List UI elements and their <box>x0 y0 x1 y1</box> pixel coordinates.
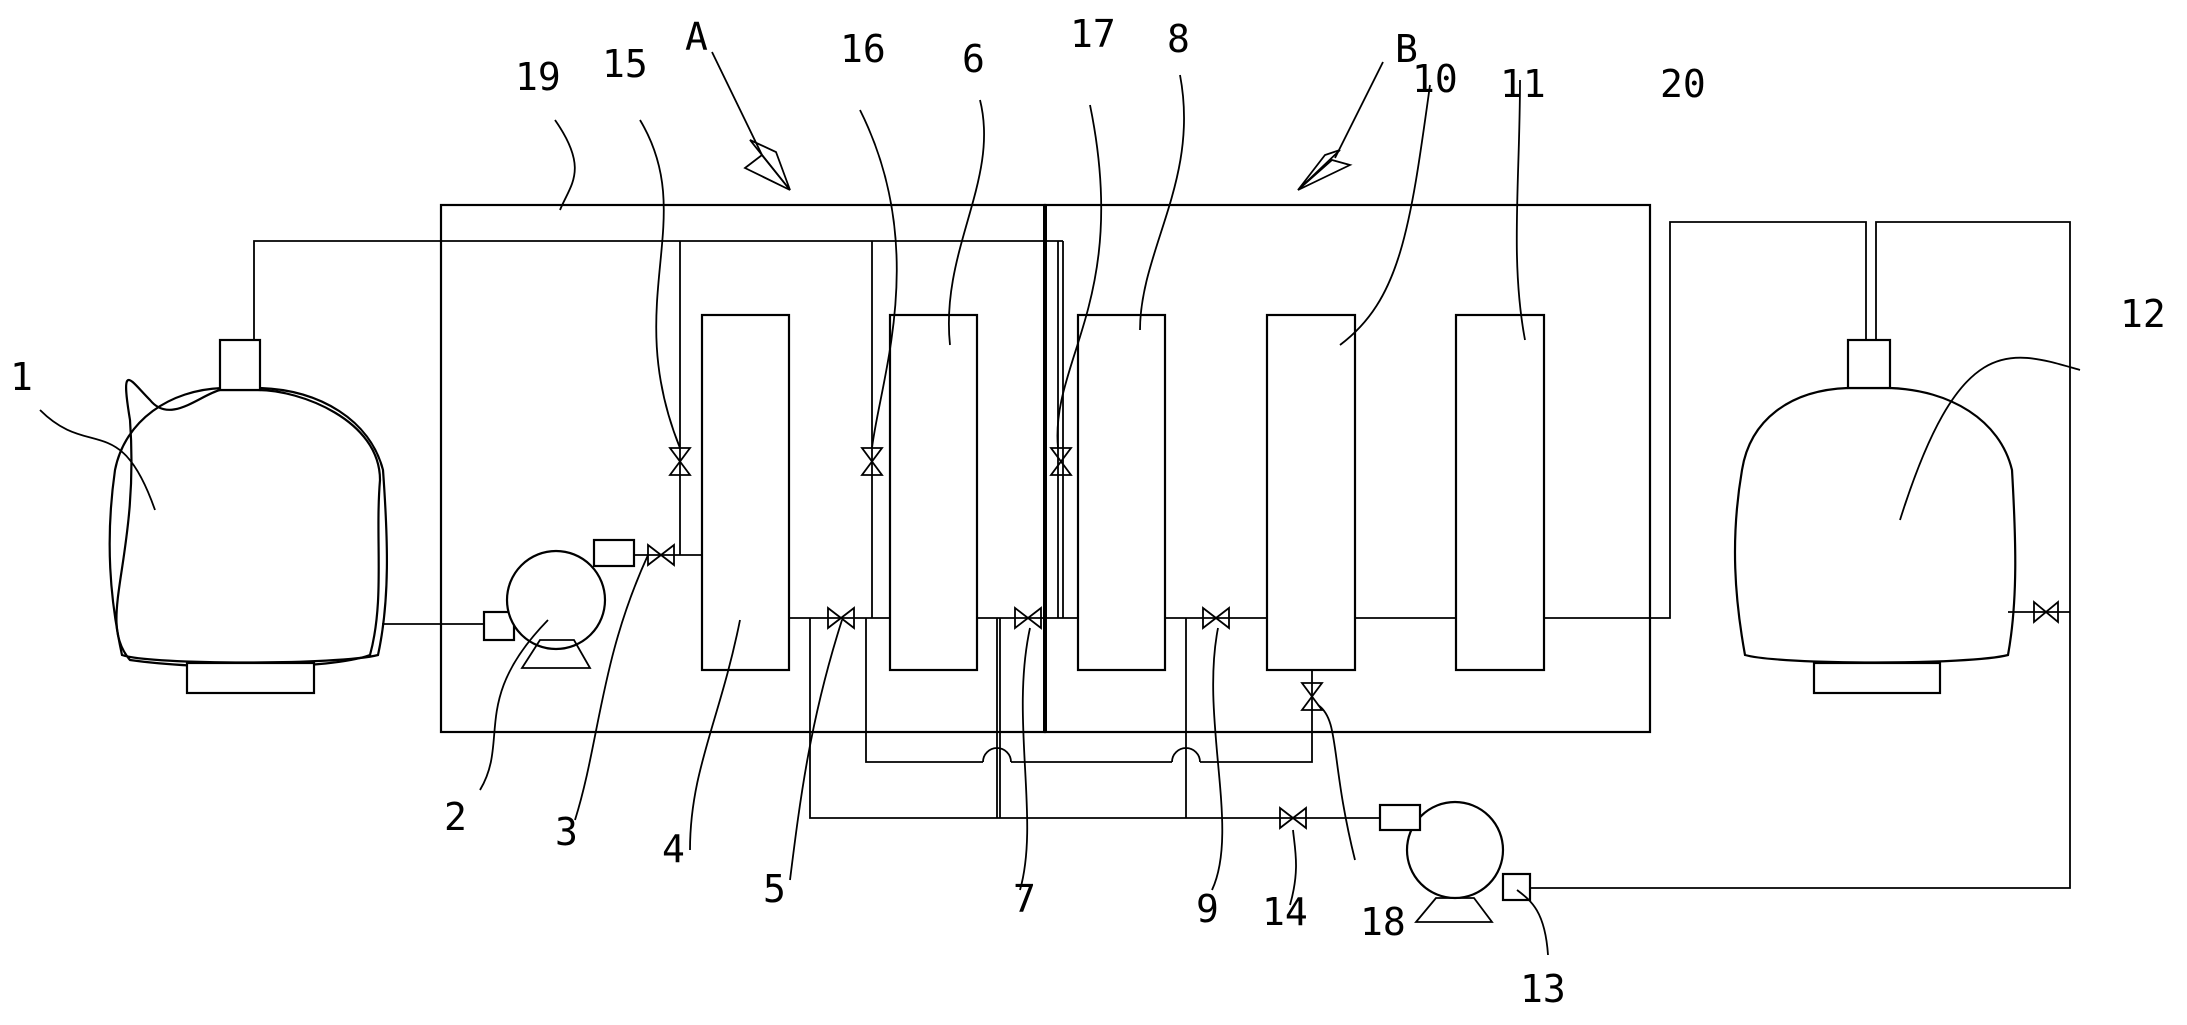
label-14: 14 <box>1262 890 1308 934</box>
label-20: 20 <box>1660 62 1706 106</box>
label-B: B <box>1395 27 1418 71</box>
label-16: 16 <box>840 27 886 71</box>
label-18: 18 <box>1360 900 1406 944</box>
leader-lines <box>39 74 2081 956</box>
valve-tank12 <box>2033 600 2059 624</box>
valve-9 <box>1202 606 1230 630</box>
column-11 <box>1454 313 1546 672</box>
label-7: 7 <box>1013 877 1036 921</box>
bottom-lines <box>809 618 1380 819</box>
pump-18 <box>1378 800 1532 923</box>
top-manifold <box>253 240 1064 618</box>
label-5: 5 <box>763 867 786 911</box>
label-17: 17 <box>1070 12 1116 56</box>
column-10 <box>1265 313 1357 672</box>
label-1: 1 <box>10 355 33 399</box>
tank-1 <box>108 338 389 695</box>
column-6 <box>888 313 979 672</box>
label-4: 4 <box>662 827 685 871</box>
valve-3 <box>647 543 675 567</box>
valve-5 <box>827 606 855 630</box>
label-11: 11 <box>1500 62 1546 106</box>
label-A: A <box>685 15 708 59</box>
label-12: 12 <box>2120 292 2166 336</box>
arrow-A <box>711 51 791 191</box>
label-10: 10 <box>1412 57 1458 101</box>
label-3: 3 <box>555 810 578 854</box>
valve-16 <box>860 447 884 476</box>
arrow-B <box>1297 61 1384 191</box>
label-9: 9 <box>1196 887 1219 931</box>
flow-line <box>789 221 2071 889</box>
valve-18 <box>1300 682 1324 711</box>
valve-7 <box>1014 606 1042 630</box>
valve-14 <box>1279 806 1307 830</box>
label-2: 2 <box>444 795 467 839</box>
tank-12 <box>1733 338 2017 695</box>
label-13: 13 <box>1520 967 1566 1011</box>
label-6: 6 <box>962 37 985 81</box>
valve-15 <box>668 447 692 476</box>
label-19: 19 <box>515 55 561 99</box>
pump-2 <box>382 538 702 669</box>
label-15: 15 <box>602 42 648 86</box>
column-8 <box>1076 313 1167 672</box>
valve-17 <box>1049 447 1073 476</box>
label-8: 8 <box>1167 17 1190 61</box>
column-4 <box>700 313 791 672</box>
